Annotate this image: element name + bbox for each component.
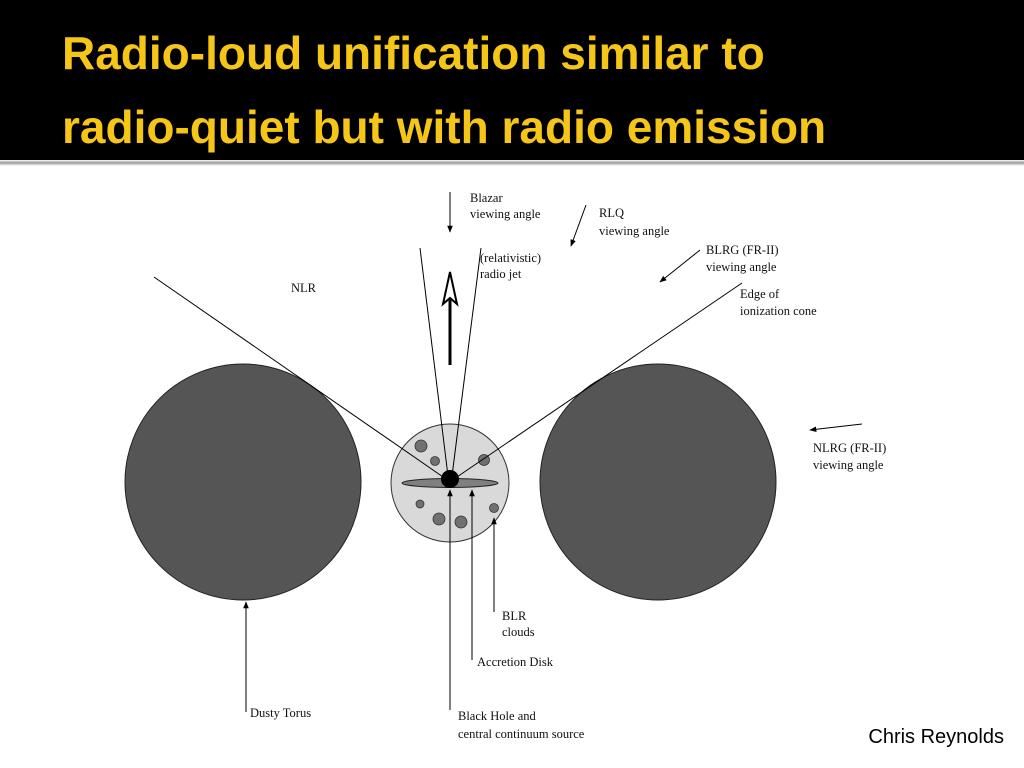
- nlrg-viewing-arrow: [809, 423, 863, 433]
- rlq-label-line1: RLQ: [599, 206, 624, 220]
- blr-cloud: [415, 499, 425, 509]
- nlrg-label-line2: viewing angle: [813, 458, 884, 472]
- ionization-cone-edge-right: [453, 282, 743, 480]
- blrg-viewing-arrow: [659, 249, 701, 283]
- jet-label-line2: radio jet: [480, 267, 522, 281]
- blazar-label-line2: viewing angle: [470, 207, 541, 221]
- blr-cloud: [414, 439, 428, 453]
- dusty-torus-left: [124, 363, 362, 601]
- title-divider: [0, 160, 1024, 166]
- slide-title-line-1: Radio-loud unification similar to: [62, 27, 765, 79]
- dusty-torus-label: Dusty Torus: [250, 706, 311, 720]
- jet-cone-edge-right: [451, 247, 482, 477]
- ionization-cone-edge-left: [153, 276, 447, 480]
- blr-clouds-label-line2: clouds: [502, 625, 535, 639]
- blrg-label-line2: viewing angle: [706, 260, 777, 274]
- blr-cloud: [430, 456, 440, 466]
- ionization-edge-label-line1: Edge of: [740, 287, 780, 301]
- rlq-viewing-arrow: [570, 204, 587, 247]
- author-credit: Chris Reynolds: [868, 726, 1004, 748]
- blr-clouds: [414, 439, 499, 529]
- ionization-edge-label-line2: ionization cone: [740, 304, 817, 318]
- black-hole-label-line1: Black Hole and: [458, 709, 537, 723]
- jet-cone-edge-left: [419, 247, 449, 477]
- nlrg-label-line1: NLRG (FR-II): [813, 441, 886, 455]
- accretion-disk-label: Accretion Disk: [477, 655, 554, 669]
- blr-cloud: [454, 515, 468, 529]
- dusty-torus-right: [539, 363, 777, 601]
- radio-jet-arrow-head: [441, 271, 459, 307]
- jet-label-line1: (relativistic): [480, 251, 541, 265]
- rlq-label-line2: viewing angle: [599, 224, 670, 238]
- blr-cloud: [489, 503, 499, 513]
- black-hole: [441, 470, 459, 488]
- blrg-label-line1: BLRG (FR-II): [706, 243, 779, 257]
- slide-title-line-2: radio-quiet but with radio emission: [62, 101, 827, 153]
- black-hole-label-line2: central continuum source: [458, 727, 585, 741]
- nlr-label: NLR: [291, 281, 317, 295]
- blazar-label-line1: Blazar: [470, 191, 503, 205]
- blr-cloud: [432, 512, 446, 526]
- title-bar: Radio-loud unification similar to radio-…: [0, 0, 1024, 160]
- blr-clouds-label-line1: BLR: [502, 609, 527, 623]
